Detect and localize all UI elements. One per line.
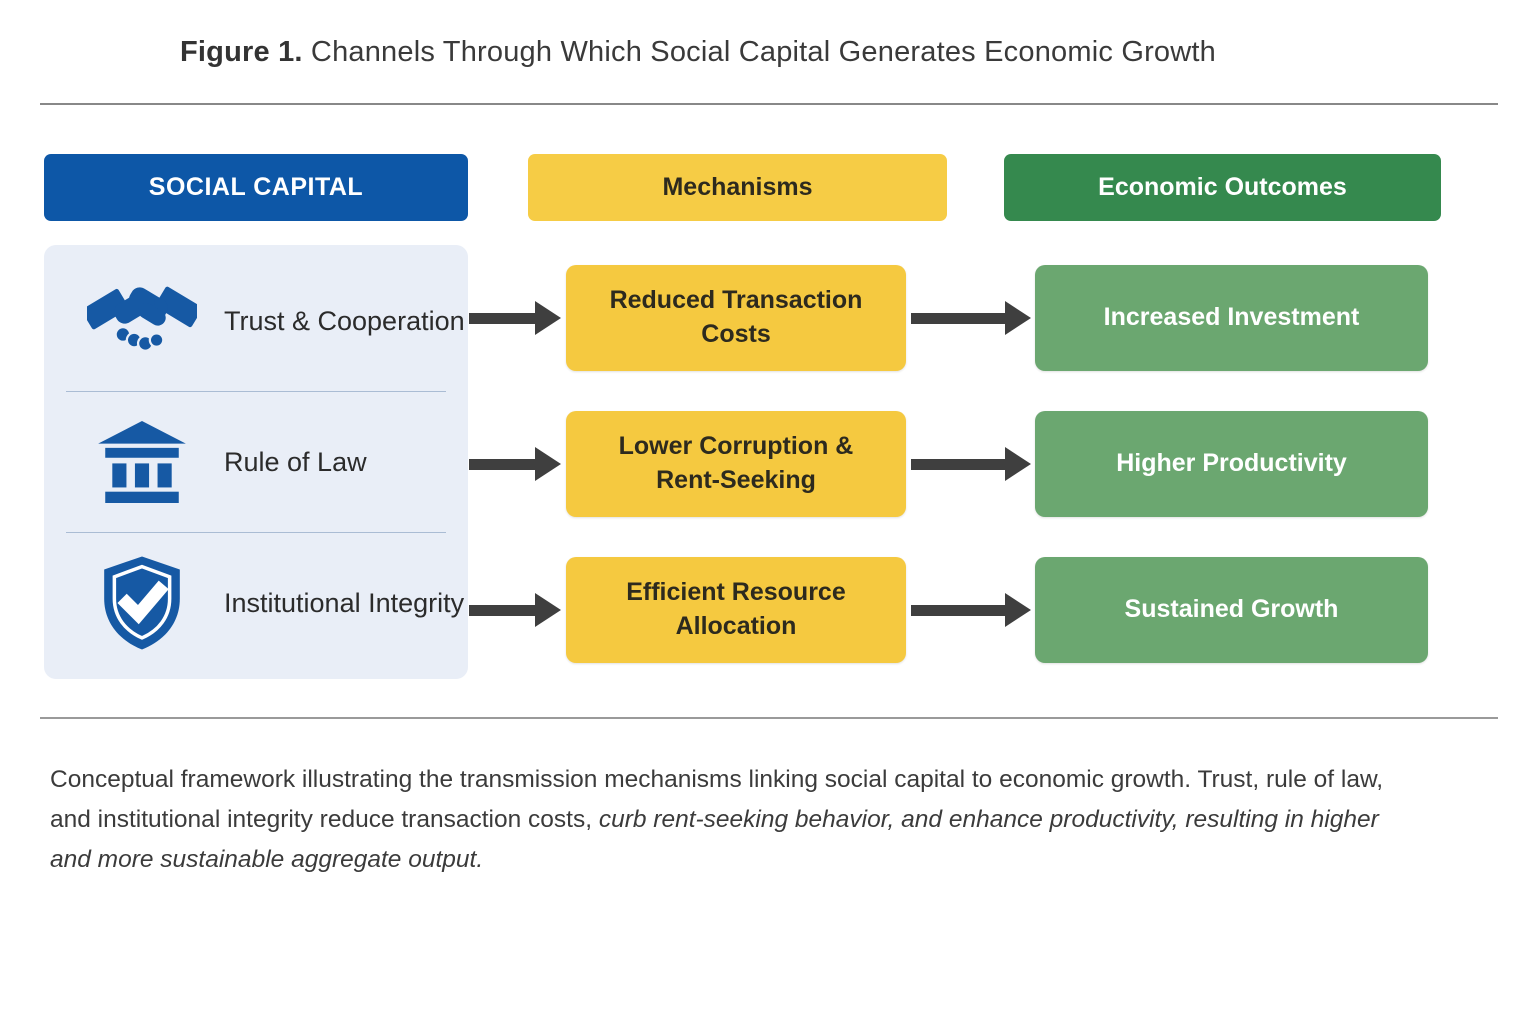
arrow-right-icon: [469, 447, 561, 481]
social-capital-item-trust: Trust & Cooperation: [44, 251, 468, 391]
top-divider: [40, 103, 1498, 105]
social-capital-item-label: Trust & Cooperation: [224, 305, 465, 336]
figure-title-text: Channels Through Which Social Capital Ge…: [302, 36, 1216, 68]
social-capital-panel: Trust & Cooperation Rule of Law: [44, 245, 468, 679]
shield-check-icon: [86, 555, 198, 651]
arrow-right-icon: [469, 301, 561, 335]
handshake-icon: [86, 284, 198, 358]
header-mechanisms: Mechanisms: [528, 154, 947, 221]
arrow-right-icon: [911, 593, 1031, 627]
figure-number: Figure 1.: [180, 36, 303, 68]
social-capital-item-label: Rule of Law: [224, 446, 367, 477]
panel-divider: [66, 391, 446, 392]
arrow-right-icon: [911, 447, 1031, 481]
header-social-capital: SOCIAL CAPITAL: [44, 154, 468, 221]
figure-caption: Conceptual framework illustrating the tr…: [50, 760, 1422, 881]
figure-title: Figure 1. Channels Through Which Social …: [180, 36, 1216, 69]
caption-italic-text: curb rent-seeking behavior, and enhance …: [50, 806, 1379, 874]
caption-normal-text: Conceptual framework illustrating the tr…: [50, 766, 1384, 834]
bank-icon: [86, 421, 198, 503]
mechanism-box-resource-allocation: Efficient Resource Allocation: [566, 557, 906, 663]
panel-divider: [66, 532, 446, 533]
outcome-box-growth: Sustained Growth: [1035, 557, 1428, 663]
social-capital-item-integrity: Institutional Integrity: [44, 533, 468, 673]
outcome-box-investment: Increased Investment: [1035, 265, 1428, 371]
mechanism-box-transaction-costs: Reduced Transaction Costs: [566, 265, 906, 371]
arrow-right-icon: [911, 301, 1031, 335]
arrow-right-icon: [469, 593, 561, 627]
social-capital-item-label: Institutional Integrity: [224, 587, 465, 618]
outcome-box-productivity: Higher Productivity: [1035, 411, 1428, 517]
social-capital-item-rule-of-law: Rule of Law: [44, 392, 468, 532]
header-economic-outcomes: Economic Outcomes: [1004, 154, 1441, 221]
mechanism-box-corruption: Lower Corruption & Rent-Seeking: [566, 411, 906, 517]
bottom-divider: [40, 717, 1498, 719]
